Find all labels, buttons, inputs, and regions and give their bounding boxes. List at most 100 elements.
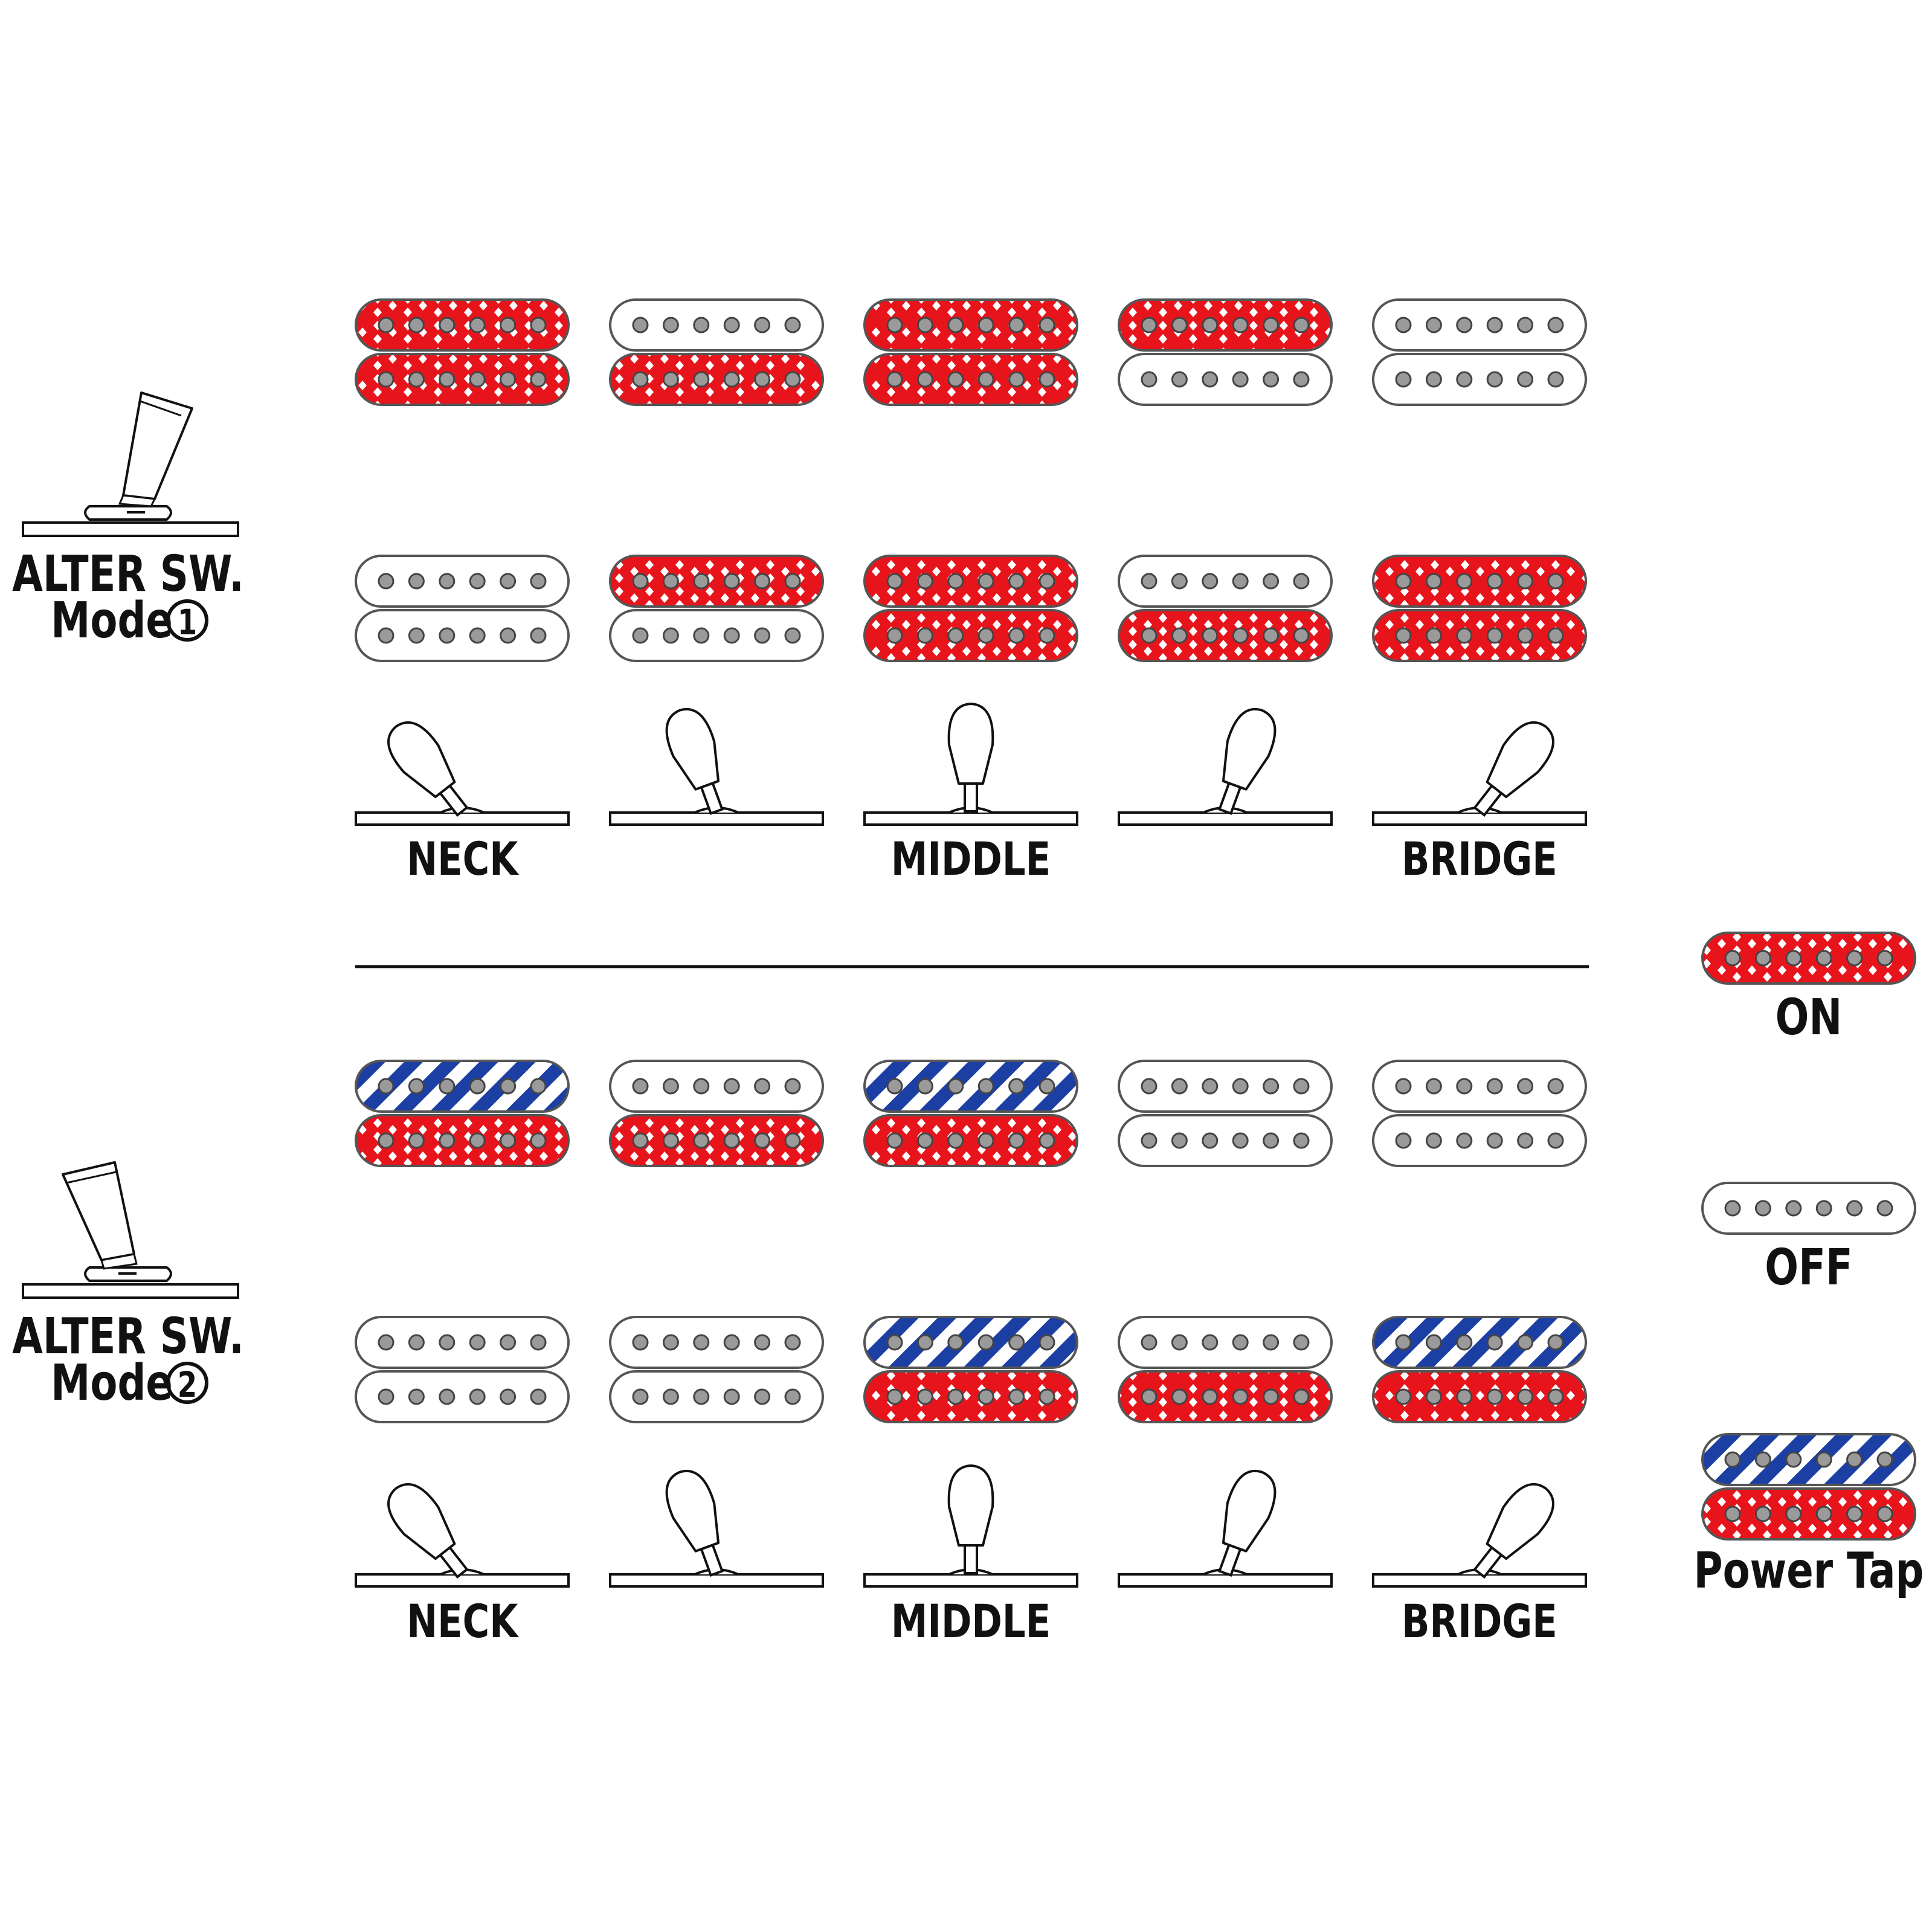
pickup-coil-top: [355, 555, 570, 608]
mode-2-number-circle: [166, 1362, 208, 1404]
pickup-coil-top: [1372, 1316, 1587, 1369]
pickup-coil-bottom: [355, 1370, 570, 1423]
pickup-coil-bottom: [609, 1370, 824, 1423]
mode-1-neck-humbucker-5: [1372, 298, 1587, 406]
pickup-coil-top: [1372, 555, 1587, 608]
mode-1-mode-label: Mode: [51, 591, 173, 649]
pickup-coil-bottom: [863, 609, 1078, 662]
pickup-coil-bottom: [609, 609, 824, 662]
mode-2-section: ALTER SW. Mode 2 NECK MIDDLE BRIDGE: [12, 1060, 1587, 1649]
mode-1-neck-humbucker-2: [609, 298, 824, 406]
pickup-coil-top: [609, 1060, 824, 1113]
pickup-coil-top: [1118, 298, 1333, 352]
mode-2-number: 2: [178, 1365, 197, 1405]
mode-2-neck-humbucker-1: [355, 1060, 570, 1167]
mode-1-neck-pickup-row: [355, 298, 1587, 406]
mode-2-pos-label-5: BRIDGE: [1402, 1595, 1557, 1648]
pickup-coil-bottom: [609, 353, 824, 406]
mode-2-pos-label-3: MIDDLE: [891, 1595, 1051, 1648]
pickup-coil-top: [609, 1316, 824, 1369]
legend-on-label: ON: [1776, 988, 1843, 1046]
mode-1-bridge-humbucker-3: [863, 555, 1078, 662]
mode-2-bridge-pickup-row: [355, 1316, 1587, 1423]
mode-1-selector-switch-2: [609, 708, 824, 826]
mode-1-number: 1: [178, 602, 197, 643]
mode-2-bridge-humbucker-4: [1118, 1316, 1333, 1423]
mode-1-pos-label-1: NECK: [407, 832, 519, 886]
mode-2-selector-switch-1: [355, 1483, 570, 1588]
mode-1-alter-switch: ALTER SW. Mode 1: [12, 391, 244, 649]
mode-2-bridge-humbucker-2: [609, 1316, 824, 1423]
mode-1-selector-switch-5: [1372, 721, 1587, 826]
pickup-coil-bottom: [1118, 609, 1333, 662]
pickup-coil-top: [863, 1060, 1078, 1113]
mode-1-bridge-humbucker-5: [1372, 555, 1587, 662]
legend-tap-coil-bottom: [1701, 1487, 1916, 1541]
mode-2-mode-label: Mode: [51, 1354, 173, 1412]
mode-2-neck-pickup-row: [355, 1060, 1587, 1167]
pickup-coil-top: [1372, 1060, 1587, 1113]
pickup-coil-bottom: [1118, 1114, 1333, 1167]
mode-2-selector-switch-3: [863, 1464, 1078, 1588]
mode-2-alter-switch: ALTER SW. Mode 2: [12, 1161, 244, 1412]
mode-1-selector-switch-1: [355, 721, 570, 826]
pickup-coil-bottom: [1372, 1370, 1587, 1423]
legend-off-coil: [1701, 1182, 1916, 1235]
pickup-coil-top: [609, 298, 824, 352]
pickup-coil-bottom: [863, 353, 1078, 406]
legend-tap-coil-top: [1701, 1433, 1916, 1486]
mode-2-selector-switch-5: [1372, 1483, 1587, 1588]
mode-1-bridge-pickup-row: [355, 555, 1587, 662]
mode-1-bridge-humbucker-1: [355, 555, 570, 662]
pickup-coil-bottom: [863, 1370, 1078, 1423]
pickup-coil-top: [609, 555, 824, 608]
mode-1-bridge-humbucker-2: [609, 555, 824, 662]
mode-1-neck-humbucker-1: [355, 298, 570, 406]
mode-1-section: ALTER SW. Mode 1 NECK MIDDLE BRIDGE: [12, 298, 1587, 886]
mode-2-neck-humbucker-3: [863, 1060, 1078, 1167]
legend-off-label: OFF: [1765, 1238, 1852, 1296]
mode-1-selector-switch-3: [863, 703, 1078, 826]
mode-2-neck-humbucker-2: [609, 1060, 824, 1167]
pickup-coil-top: [1118, 1060, 1333, 1113]
legend-off-swatch: [1701, 1182, 1916, 1235]
pickup-coil-bottom: [1372, 609, 1587, 662]
mode-1-neck-humbucker-4: [1118, 298, 1333, 406]
pickup-coil-top: [863, 1316, 1078, 1369]
pickup-coil-bottom: [863, 1114, 1078, 1167]
mode-2-selector-row: [355, 1464, 1587, 1588]
mode-2-bridge-humbucker-1: [355, 1316, 570, 1423]
pickup-coil-bottom: [1118, 353, 1333, 406]
pickup-coil-bottom: [1118, 1370, 1333, 1423]
mode-1-pos-label-5: BRIDGE: [1402, 832, 1557, 886]
mode-2-selector-switch-2: [609, 1470, 824, 1588]
pickup-coil-top: [1118, 555, 1333, 608]
mode-2-bridge-humbucker-3: [863, 1316, 1078, 1423]
pickup-coil-top: [863, 298, 1078, 352]
mode-1-bridge-humbucker-4: [1118, 555, 1333, 662]
pickup-coil-bottom: [1372, 1114, 1587, 1167]
mode-2-bridge-humbucker-5: [1372, 1316, 1587, 1423]
mode-1-number-circle: [166, 599, 208, 642]
mode-2-pos-label-1: NECK: [407, 1595, 519, 1648]
legend-power-tap-swatch: [1701, 1433, 1916, 1541]
mode-2-neck-humbucker-4: [1118, 1060, 1333, 1167]
pickup-coil-top: [355, 298, 570, 352]
pickup-coil-bottom: [355, 609, 570, 662]
mode-2-selector-switch-4: [1118, 1470, 1333, 1588]
pickup-coil-top: [355, 1316, 570, 1369]
pickup-coil-top: [1118, 1316, 1333, 1369]
legend-power-tap-label: Power Tap: [1694, 1542, 1924, 1600]
pickup-coil-bottom: [1372, 353, 1587, 406]
mode-1-title: ALTER SW.: [12, 545, 244, 603]
legend-on-coil: [1701, 932, 1916, 985]
mode-1-selector-row: [355, 703, 1587, 826]
mode-1-neck-humbucker-3: [863, 298, 1078, 406]
pickup-coil-bottom: [355, 1114, 570, 1167]
pickup-coil-bottom: [609, 1114, 824, 1167]
mode-2-neck-humbucker-5: [1372, 1060, 1587, 1167]
mode-1-selector-switch-4: [1118, 708, 1333, 826]
pickup-coil-top: [863, 555, 1078, 608]
legend: ON OFF Power Tap: [1694, 932, 1924, 1600]
